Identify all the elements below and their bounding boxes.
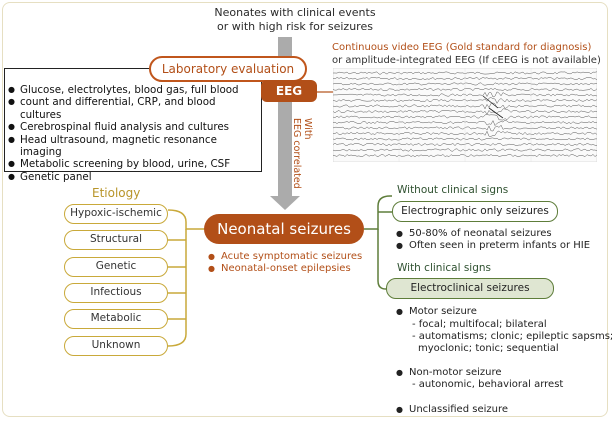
lab-list: Glucose, electrolytes, blood gas, full b…: [8, 84, 258, 184]
eeg-correlated-label-2: EEG correlated: [291, 118, 302, 189]
lab-item: Head ultrasound, magnetic resonance imag…: [8, 134, 258, 159]
electrographic-box: Electrographic only seizures: [392, 201, 558, 222]
etiology-item-genetic: Genetic: [64, 257, 168, 277]
top-label-line2: or with high risk for seizures: [217, 20, 373, 33]
eeg-box: EEG: [261, 80, 317, 102]
top-label-line1: Neonates with clinical events: [214, 6, 376, 19]
etiology-item-unknown: Unknown: [64, 336, 168, 356]
without-signs-list: 50-80% of neonatal seizures Often seen i…: [396, 228, 590, 252]
unclassified-list: Unclassified seizure: [396, 404, 508, 416]
eeg-correlated-line2: EEG correlated: [291, 118, 302, 189]
lab-item: count and differential, CRP, and blood c…: [8, 96, 258, 121]
lab-title: Laboratory evaluation: [149, 56, 307, 82]
motor-sub-1: - focal; multifocal; bilateral: [412, 319, 547, 330]
etiology-item-hypoxic-ischemic: Hypoxic-ischemic: [64, 204, 168, 224]
lab-item: Genetic panel: [8, 171, 258, 184]
eeg-arrow-2: [488, 107, 504, 119]
eeg-correlated-line1: With: [302, 118, 313, 140]
flow-arrow-head: [270, 196, 300, 210]
nonmotor-list: Non-motor seizure: [396, 367, 502, 379]
without-signs-title: Without clinical signs: [397, 184, 509, 196]
neonatal-seizures-title: Neonatal seizures: [204, 214, 364, 244]
eeg-correlated-label: With: [302, 118, 313, 140]
motor-sub-2: - automatisms; clonic; epileptic sapsms;: [412, 331, 612, 342]
neonatal-seizures-list: Acute symptomatic seizures Neonatal-onse…: [208, 251, 362, 275]
lab-item: Metabolic screening by blood, urine, CSF: [8, 158, 258, 171]
nonmotor-seizure-item: Non-motor seizure: [396, 367, 502, 379]
eeg-trace-image: [333, 68, 597, 162]
diagram-frame: [2, 2, 608, 417]
eeg-title-line2: or amplitude-integrated EEG (If cEEG is …: [332, 55, 601, 66]
lab-item: Glucose, electrolytes, blood gas, full b…: [8, 84, 258, 97]
etiology-item-metabolic: Metabolic: [64, 309, 168, 329]
motor-seizure-item: Motor seizure: [396, 306, 477, 318]
unclassified-seizure-item: Unclassified seizure: [396, 404, 508, 416]
etiology-item-infectious: Infectious: [64, 283, 168, 303]
eeg-arrow-1: [482, 95, 499, 109]
neonatal-item: Neonatal-onset epilepsies: [208, 263, 362, 275]
without-signs-item: Often seen in preterm infants or HIE: [396, 240, 590, 252]
nonmotor-sub: - autonomic, behavioral arrest: [412, 379, 564, 390]
with-signs-title: With clinical signs: [397, 262, 491, 274]
neonatal-item: Acute symptomatic seizures: [208, 251, 362, 263]
etiology-title: Etiology: [92, 186, 141, 200]
electroclinical-box: Electroclinical seizures: [386, 278, 554, 299]
etiology-item-structural: Structural: [64, 230, 168, 250]
eeg-title-line1: Continuous video EEG (Gold standard for …: [332, 42, 592, 53]
without-signs-item: 50-80% of neonatal seizures: [396, 228, 590, 240]
motor-sub-3: myoclonic; tonic; sequential: [418, 343, 559, 354]
lab-item: Cerebrospinal fluid analysis and culture…: [8, 121, 258, 134]
motor-list: Motor seizure: [396, 306, 477, 318]
top-label: Neonates with clinical events or with hi…: [150, 6, 440, 34]
